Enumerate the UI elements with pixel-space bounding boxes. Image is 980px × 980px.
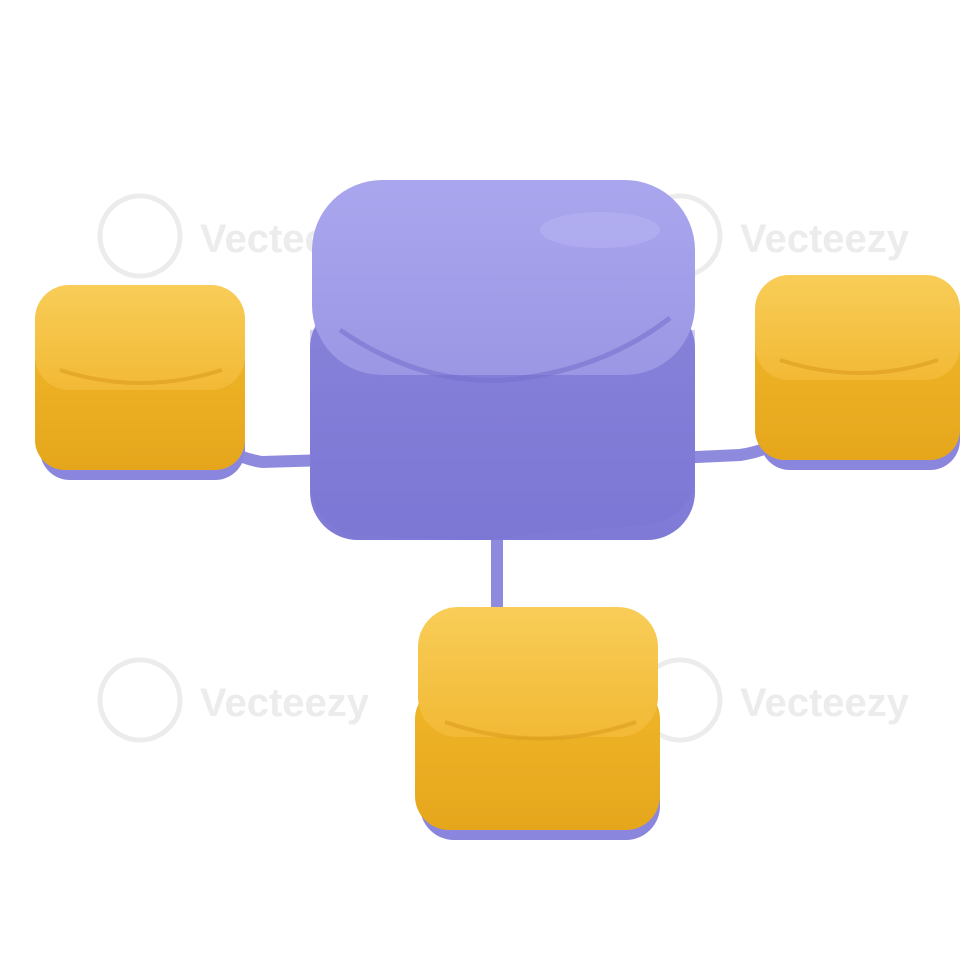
watermark-5: Vecteezy: [637, 657, 910, 743]
vecteezy-logo-icon: [97, 193, 183, 279]
central-hub-cube-icon: [310, 180, 695, 540]
watermark-text: Vecteezy: [740, 681, 910, 725]
vecteezy-logo-icon: [97, 657, 183, 743]
watermark-text: Vecteezy: [740, 217, 910, 261]
watermark-text: Vecteezy: [200, 681, 370, 725]
right-node-cube-icon: [755, 275, 960, 470]
watermark-4: Vecteezy: [97, 657, 370, 743]
left-node-cube-icon: [35, 285, 245, 480]
bottom-node-cube-icon: [415, 607, 660, 840]
